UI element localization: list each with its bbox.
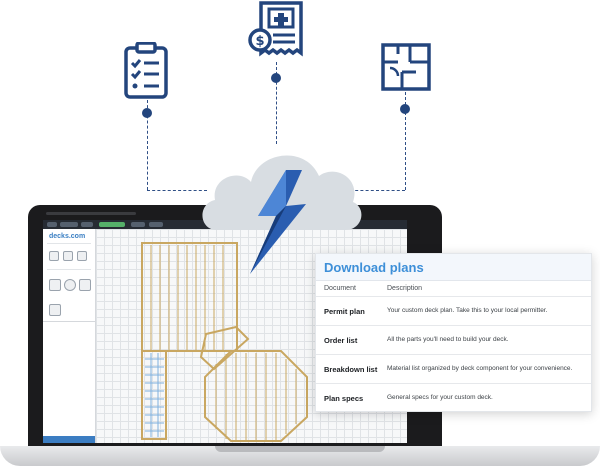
table-row[interactable]: Permit plan Your custom deck plan. Take … xyxy=(316,296,591,325)
panel-title: Download plans xyxy=(324,260,424,275)
toolbar-button[interactable] xyxy=(99,222,125,227)
document-name[interactable]: Permit plan xyxy=(324,307,365,316)
medical-invoice-icon: $ xyxy=(247,0,309,60)
toolbar-button[interactable] xyxy=(47,222,57,227)
tool-icon[interactable] xyxy=(49,304,61,316)
sidebar-divider xyxy=(43,321,95,322)
clipboard-checklist-icon xyxy=(120,41,172,100)
document-description: Your custom deck plan. Take this to your… xyxy=(387,307,548,314)
connector-dot xyxy=(142,108,152,118)
table-row[interactable]: Plan specs General specs for your custom… xyxy=(316,383,591,412)
connector-line xyxy=(276,62,277,144)
connector-dot xyxy=(271,73,281,83)
document-name[interactable]: Breakdown list xyxy=(324,365,378,374)
column-header-description: Description xyxy=(387,285,423,292)
document-description: General specs for your custom deck. xyxy=(387,394,493,401)
connector-line xyxy=(405,92,406,190)
floor-plan-icon xyxy=(380,42,432,92)
tool-icon[interactable] xyxy=(64,279,76,291)
connector-line xyxy=(147,190,207,191)
app-logo: decks.com xyxy=(49,233,86,240)
toolbar-button[interactable] xyxy=(81,222,93,227)
document-description: All the parts you'll need to build your … xyxy=(387,336,509,343)
svg-text:$: $ xyxy=(255,34,264,49)
document-description: Material list organized by deck componen… xyxy=(387,365,573,372)
tool-icon[interactable] xyxy=(63,251,73,261)
tool-icon[interactable] xyxy=(49,279,61,291)
tool-icon[interactable] xyxy=(79,279,91,291)
table-row[interactable]: Breakdown list Material list organized b… xyxy=(316,354,591,383)
document-name[interactable]: Order list xyxy=(324,336,358,345)
tool-icon[interactable] xyxy=(77,251,87,261)
laptop-speaker-bar xyxy=(46,212,136,215)
document-name[interactable]: Plan specs xyxy=(324,394,364,403)
connector-dot xyxy=(400,104,410,114)
lightning-bolt-icon xyxy=(246,170,312,276)
deck-plan-drawing xyxy=(141,242,308,442)
toolbar-button[interactable] xyxy=(60,222,78,227)
toolbar-button[interactable] xyxy=(131,222,145,227)
column-header-document: Document xyxy=(324,285,356,292)
app-sidebar: decks.com xyxy=(43,229,96,443)
laptop-base xyxy=(0,446,600,466)
tool-icon[interactable] xyxy=(49,251,59,261)
toolbar-button[interactable] xyxy=(149,222,163,227)
connector-line xyxy=(350,190,405,191)
table-row[interactable]: Order list All the parts you'll need to … xyxy=(316,325,591,354)
download-plans-panel: Download plans Document Description Perm… xyxy=(315,253,592,412)
laptop-base-notch xyxy=(215,446,385,452)
connector-line xyxy=(147,100,148,190)
sidebar-footer-bar[interactable] xyxy=(43,436,95,443)
sidebar-divider xyxy=(47,243,91,244)
sidebar-divider xyxy=(47,269,91,270)
panel-header: Download plans xyxy=(316,254,591,281)
